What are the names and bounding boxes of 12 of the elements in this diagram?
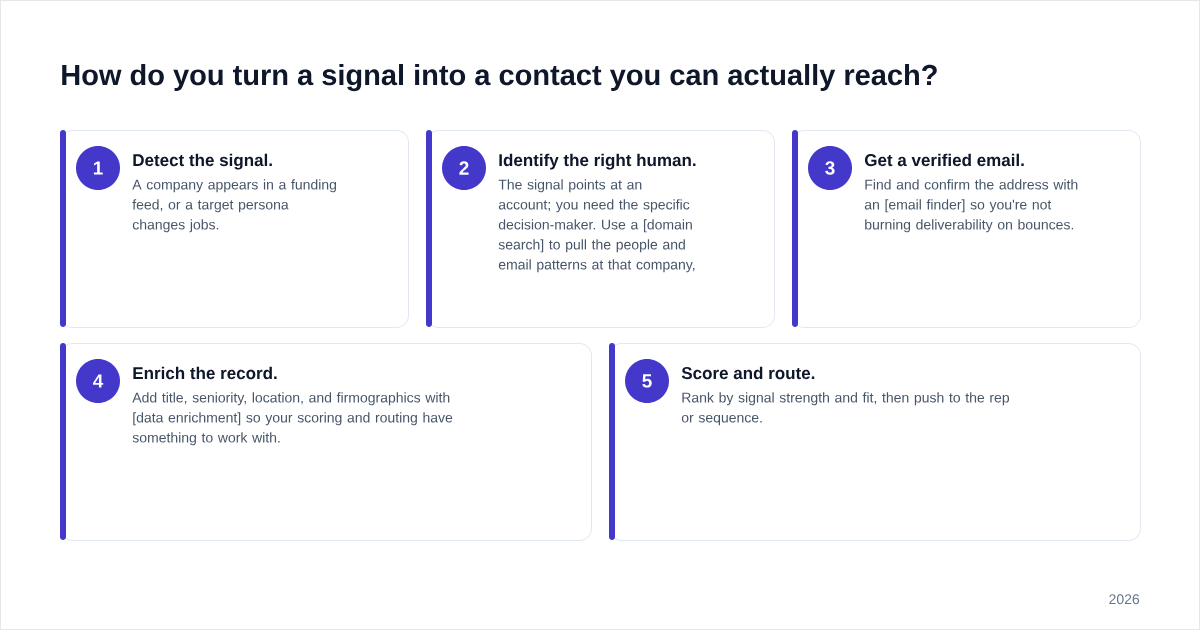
card-text: A company appears in a funding feed, or a target persona changes jobs.: [132, 179, 336, 233]
card-heading: Get a verified email.: [864, 153, 1024, 167]
title: How do you turn a signal into a contact you can actually reach?: [62, 64, 937, 92]
card-text: The signal points at an account; you need the specific decision-maker. Use a [domain search] to pull the people and email patterns at that company,: [498, 179, 695, 273]
card-text: Rank by signal strength and fit, then push to the rep or sequence.: [681, 392, 1010, 426]
card-heading: Detect the signal.: [133, 153, 272, 170]
card-heading: Score and route.: [681, 366, 815, 380]
card-heading: Identify the right human.: [499, 153, 696, 170]
card-text: Add title, seniority, location, and firmographics with [data enrichment] so your scoring and routing have something to work with.: [132, 392, 453, 446]
card-text: Find and confirm the address with an [email finder] so you're not burning deliverability on bounces.: [864, 179, 1078, 233]
year-label: 2026: [1109, 594, 1140, 605]
card-heading: Enrich the record.: [133, 366, 277, 380]
